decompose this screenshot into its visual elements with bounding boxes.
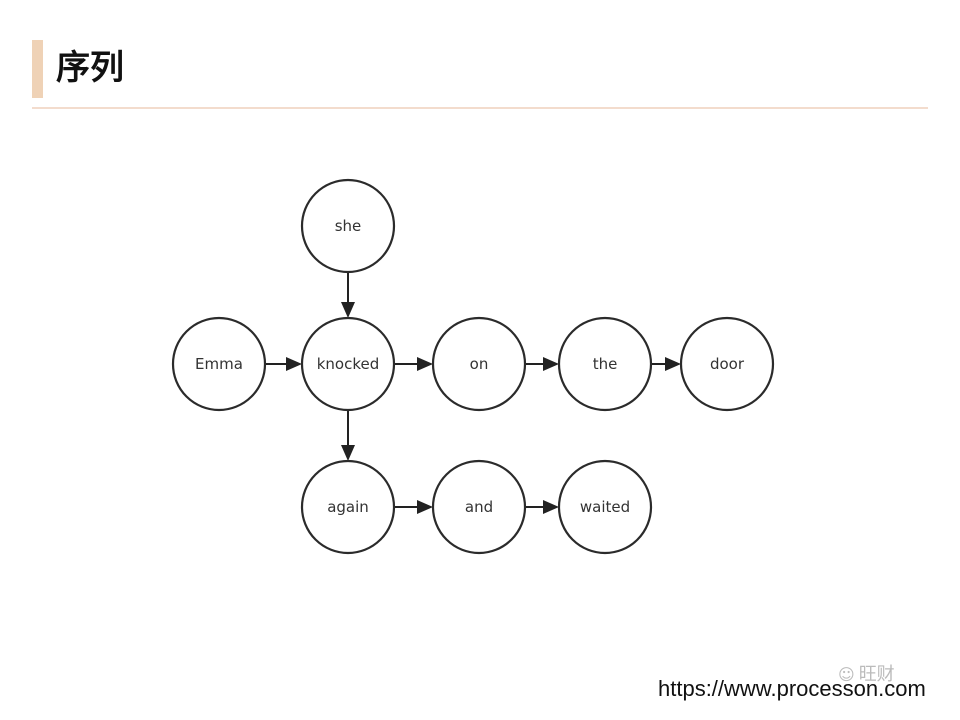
node-circle-emma bbox=[171, 316, 267, 412]
arrowhead-the-to-door bbox=[665, 357, 681, 371]
node-circle-the bbox=[557, 316, 653, 412]
arrowhead-she-to-knocked bbox=[341, 302, 355, 318]
arrowhead-emma-to-knocked bbox=[286, 357, 302, 371]
node-label-again: again bbox=[327, 498, 369, 516]
arrowhead-and-to-waited bbox=[543, 500, 559, 514]
node-she: she bbox=[300, 178, 396, 274]
node-label-and: and bbox=[465, 498, 493, 516]
arrowhead-knocked-to-on bbox=[417, 357, 433, 371]
node-label-she: she bbox=[335, 217, 362, 235]
wechat-icon: ☺ bbox=[838, 665, 855, 684]
node-waited: waited bbox=[557, 459, 653, 555]
node-label-waited: waited bbox=[580, 498, 630, 516]
node-circle-she bbox=[300, 178, 396, 274]
watermark-text: 旺财 bbox=[858, 664, 895, 685]
node-on: on bbox=[431, 316, 527, 412]
node-circle-again bbox=[300, 459, 396, 555]
arrowhead-again-to-and bbox=[417, 500, 433, 514]
node-door: door bbox=[679, 316, 775, 412]
node-label-on: on bbox=[470, 355, 489, 373]
arrowhead-on-to-the bbox=[543, 357, 559, 371]
node-label-emma: Emma bbox=[195, 355, 243, 373]
node-knocked: knocked bbox=[300, 316, 396, 412]
node-and: and bbox=[431, 459, 527, 555]
node-label-knocked: knocked bbox=[317, 355, 380, 373]
node-the: the bbox=[557, 316, 653, 412]
node-circle-and bbox=[431, 459, 527, 555]
node-emma: Emma bbox=[171, 316, 267, 412]
node-circle-knocked bbox=[300, 316, 396, 412]
node-label-door: door bbox=[710, 355, 745, 373]
title-accent-bar bbox=[32, 40, 43, 98]
watermark: ☺旺财 bbox=[838, 660, 895, 686]
node-circle-waited bbox=[557, 459, 653, 555]
node-label-the: the bbox=[593, 355, 618, 373]
node-circle-door bbox=[679, 316, 775, 412]
arrowhead-knocked-to-again bbox=[341, 445, 355, 461]
diagram-edges bbox=[265, 272, 681, 514]
slide-title: 序列 bbox=[56, 48, 124, 88]
node-circle-on bbox=[431, 316, 527, 412]
node-again: again bbox=[300, 459, 396, 555]
title-divider bbox=[32, 107, 928, 109]
footer-url: https://www.processon.com bbox=[658, 676, 926, 701]
